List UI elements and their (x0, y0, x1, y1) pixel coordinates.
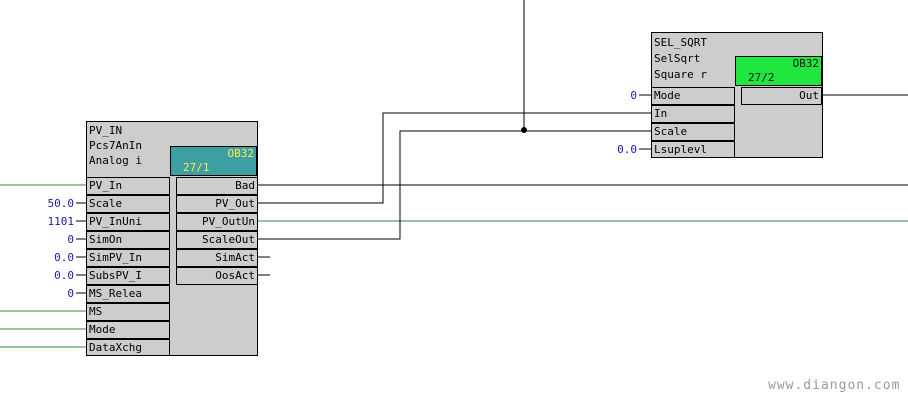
pv-in-input-port[interactable]: MS (86, 303, 170, 321)
pv-in-input-port[interactable]: MS_Relea (86, 285, 170, 303)
sel-sqrt-input-port[interactable]: Scale (651, 123, 735, 141)
sel-sqrt-block-title: SEL_SQRT (654, 36, 707, 49)
pv-in-block-title: PV_IN (89, 124, 123, 137)
sel-sqrt-ob-label: OB32 (792, 57, 820, 70)
sel-sqrt-block-comment: Square r (654, 68, 707, 81)
port-label: SubsPV_I (89, 269, 142, 282)
pv-in-output-port[interactable]: Bad (176, 177, 258, 195)
port-label: SimPV_In (89, 251, 142, 264)
pv-in-scale-value[interactable]: 50.0 (47, 197, 75, 210)
pv-in-output-port[interactable]: PV_OutUn (176, 213, 258, 231)
pv-in-simon-value[interactable]: 0 (67, 233, 74, 246)
port-label: OosAct (215, 269, 255, 282)
port-label: SimAct (215, 251, 255, 264)
sel-sqrt-input-port[interactable]: Lsuplevl (651, 141, 735, 158)
port-label: Mode (89, 323, 116, 336)
port-label: DataXchg (89, 341, 142, 354)
pv-in-ob-badge: OB32 27/1 (170, 146, 257, 176)
pv-in-input-port[interactable]: Scale (86, 195, 170, 213)
pv-in-input-port[interactable]: SubsPV_I (86, 267, 170, 285)
port-label: MS (89, 305, 103, 318)
pv-in-pv-inuni-value[interactable]: 1101 (47, 215, 75, 228)
sel-sqrt-ob-seq: 27/2 (748, 71, 775, 84)
pv-in-ms-relea-value[interactable]: 0 (67, 287, 74, 300)
sel-sqrt-input-port[interactable]: In (651, 105, 735, 123)
sel-sqrt-block-type: SelSqrt (654, 52, 701, 65)
port-label: MS_Relea (89, 287, 142, 300)
pv-in-input-port[interactable]: PV_In (86, 177, 170, 195)
port-label: PV_OutUn (202, 215, 255, 228)
pv-in-simpv-in-value[interactable]: 0.0 (54, 251, 74, 264)
pv-in-output-port[interactable]: SimAct (176, 249, 258, 267)
pv-in-input-port[interactable]: Mode (86, 321, 170, 339)
port-label: PV_In (89, 179, 123, 192)
watermark: www.diangon.com (768, 378, 901, 393)
sel-sqrt-mode-value[interactable]: 0 (630, 89, 637, 102)
port-label: PV_InUni (89, 215, 142, 228)
port-label: Out (799, 89, 819, 102)
pv-in-output-port[interactable]: OosAct (176, 267, 258, 285)
pv-in-input-port[interactable]: DataXchg (86, 339, 170, 356)
wire-junction (521, 127, 527, 133)
port-label: Scale (654, 125, 688, 138)
port-label: Bad (235, 179, 255, 192)
sel-sqrt-output-port[interactable]: Out (741, 87, 822, 105)
pv-in-ob-label: OB32 (227, 147, 255, 160)
pv-in-block-type: Pcs7AnIn (89, 139, 142, 152)
port-label: SimOn (89, 233, 123, 246)
port-label: In (654, 107, 668, 120)
sel-sqrt-lsuplevl-value[interactable]: 0.0 (617, 143, 637, 156)
port-label: Scale (89, 197, 123, 210)
pv-in-input-port[interactable]: SimOn (86, 231, 170, 249)
pv-in-input-port[interactable]: SimPV_In (86, 249, 170, 267)
pv-in-input-port[interactable]: PV_InUni (86, 213, 170, 231)
pv-in-ob-seq: 27/1 (183, 161, 210, 174)
sel-sqrt-ob-badge: OB32 27/2 (735, 56, 822, 86)
port-label: Mode (654, 89, 681, 102)
pv-in-subspv-i-value[interactable]: 0.0 (54, 269, 74, 282)
pv-in-output-port[interactable]: PV_Out (176, 195, 258, 213)
port-label: Lsuplevl (654, 143, 707, 156)
pv-in-output-port[interactable]: ScaleOut (176, 231, 258, 249)
sel-sqrt-input-port[interactable]: Mode (651, 87, 735, 105)
wire-pv-out-to-in[interactable] (258, 112, 651, 204)
port-label: ScaleOut (202, 233, 255, 246)
pv-in-block-comment: Analog i (89, 154, 142, 167)
port-label: PV_Out (215, 197, 255, 210)
